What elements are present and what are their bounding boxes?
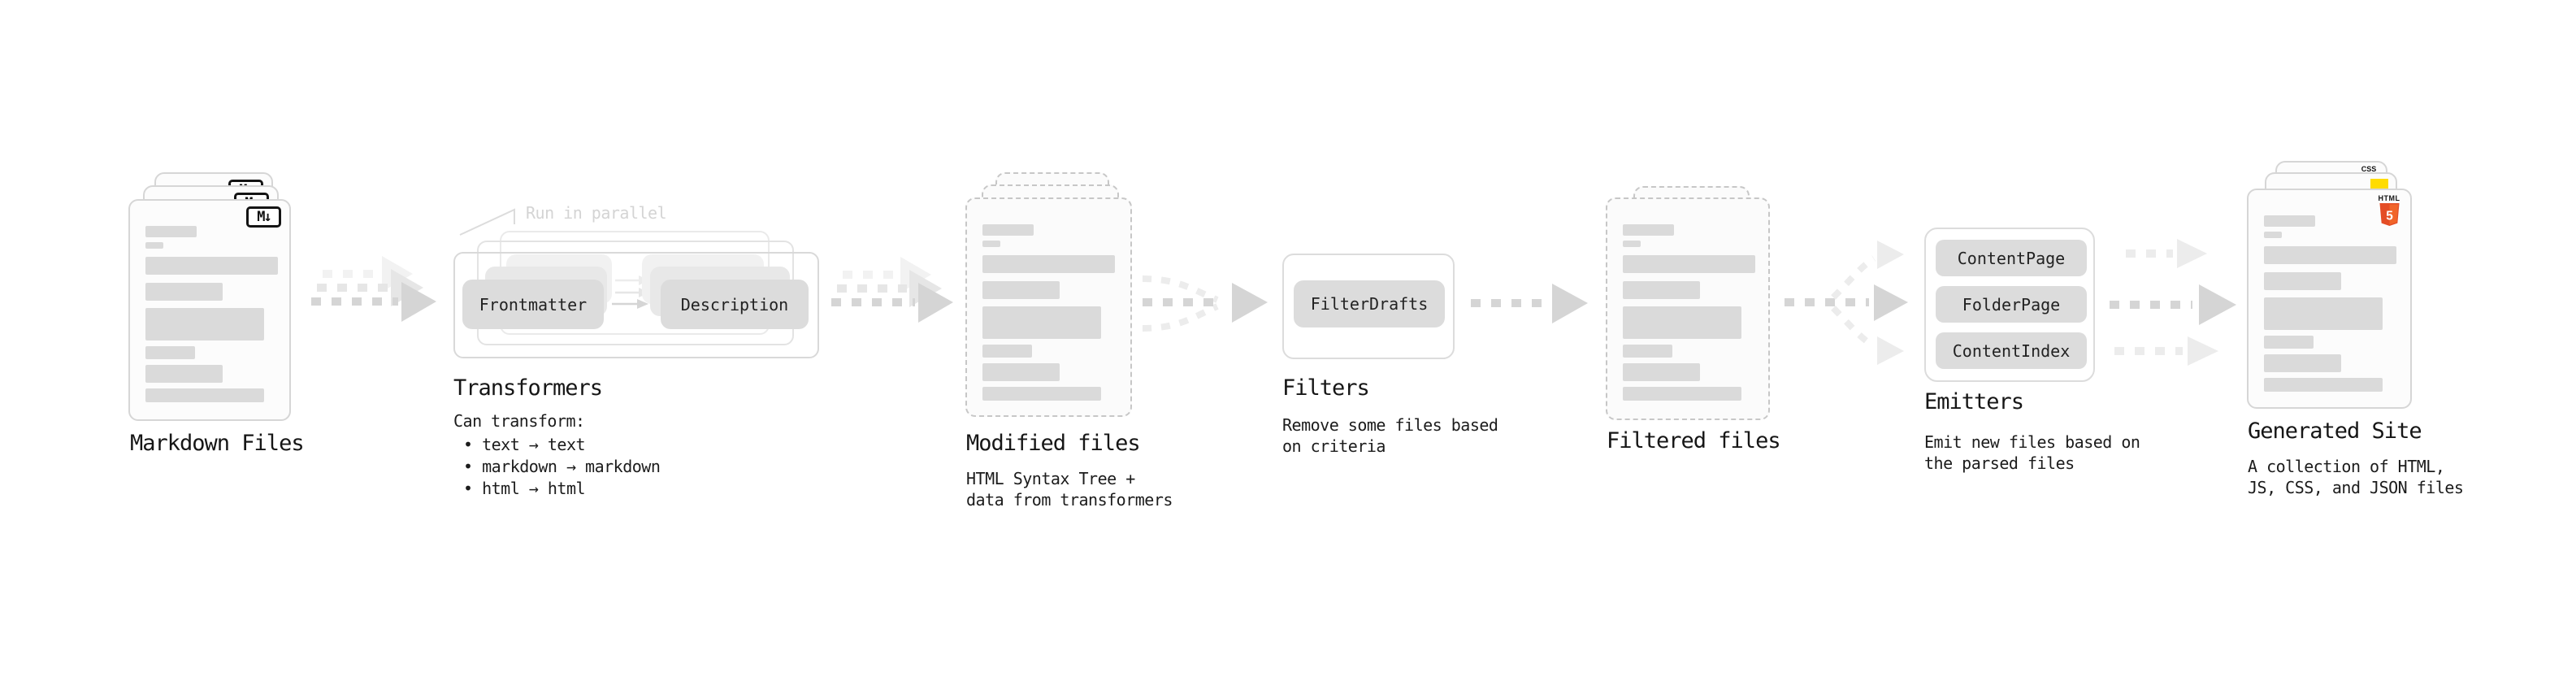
generated-site-heading: Generated Site (2248, 419, 2422, 444)
placeholder-bar (1623, 345, 1672, 358)
emitter-pill-contentindex: ContentIndex (1936, 332, 2087, 369)
emitter-pill-folderpage: FolderPage (1936, 286, 2087, 323)
filters-desc-line1: Remove some files based (1282, 415, 1498, 435)
placeholder-bar (982, 224, 1034, 236)
svg-text:5: 5 (2386, 209, 2393, 223)
html5-icon: HTML 5 (2378, 194, 2400, 228)
modified-files-desc-line1: HTML Syntax Tree + (966, 469, 1135, 488)
placeholder-bar (982, 281, 1060, 299)
filtered-files-heading: Filtered files (1607, 428, 1781, 453)
placeholder-bar (982, 345, 1032, 358)
frontmatter-pill: Frontmatter (462, 280, 604, 329)
placeholder-bar (145, 346, 195, 359)
arrow-markdown-to-transformers (311, 256, 436, 322)
arrow-modified-to-filters (1142, 275, 1268, 332)
placeholder-bar (145, 308, 264, 340)
placeholder-bar (2264, 232, 2282, 238)
placeholder-bar (1623, 224, 1674, 236)
arrow-filters-to-filtered (1471, 284, 1588, 323)
placeholder-bar (2264, 215, 2315, 227)
placeholder-bar (145, 242, 163, 249)
transform-bullet: markdown → markdown (463, 456, 661, 478)
placeholder-bar (145, 388, 264, 402)
filters-desc-line2: on criteria (1282, 436, 1386, 456)
placeholder-bar (2264, 246, 2396, 264)
placeholder-bar (1623, 281, 1700, 299)
placeholder-bar (1623, 387, 1741, 401)
modified-files-desc-line2: data from transformers (966, 490, 1173, 510)
arrow-filtered-to-emitters (1785, 241, 1908, 365)
modified-file-card-front (965, 197, 1132, 417)
modified-files-heading: Modified files (966, 431, 1141, 456)
arrow-emitters-to-generated (2110, 239, 2236, 366)
generated-site-desc-line2: JS, CSS, and JSON files (2248, 478, 2464, 497)
placeholder-bar (982, 255, 1115, 273)
markdown-icon: M↓ (246, 206, 281, 228)
placeholder-bar (1623, 255, 1755, 273)
filters-panel: FilterDrafts (1282, 254, 1455, 359)
placeholder-bar (1623, 306, 1741, 339)
transformers-subheading: Can transform: (453, 411, 585, 431)
placeholder-bar (982, 363, 1060, 381)
js-icon (2370, 179, 2388, 189)
placeholder-bar (2264, 272, 2341, 290)
transform-capability-list: text → text markdown → markdown html → h… (463, 434, 661, 500)
emitters-desc-line1: Emit new files based on (1924, 432, 2140, 452)
file-content-placeholder (2264, 215, 2396, 392)
placeholder-bar (982, 241, 1000, 247)
generated-file-card-html: HTML 5 (2247, 189, 2412, 409)
transform-bullet: html → html (463, 478, 660, 500)
emitters-heading: Emitters (1924, 389, 2024, 414)
placeholder-bar (145, 283, 223, 301)
placeholder-bar (2264, 354, 2341, 372)
arrow-transformers-to-modified (831, 257, 953, 323)
filters-heading: Filters (1282, 375, 1370, 401)
file-content-placeholder (982, 224, 1115, 401)
emitters-desc-line2: the parsed files (1924, 453, 2075, 473)
placeholder-bar (145, 257, 278, 275)
file-content-placeholder (1623, 224, 1755, 401)
placeholder-bar (1623, 241, 1641, 247)
file-content-placeholder (145, 226, 278, 402)
placeholder-bar (1623, 363, 1700, 381)
placeholder-bar (2264, 297, 2383, 330)
placeholder-bar (145, 226, 197, 237)
description-pill: Description (661, 280, 809, 329)
transform-bullet: text → text (463, 434, 660, 456)
filtered-file-card-front (1606, 197, 1770, 420)
markdown-file-card-front: M↓ (128, 199, 291, 421)
placeholder-bar (145, 365, 223, 383)
placeholder-bar (982, 387, 1101, 401)
run-in-parallel-note: Run in parallel (526, 203, 667, 223)
emitters-panel: ContentPage FolderPage ContentIndex (1924, 228, 2095, 382)
markdown-files-label: Markdown Files (130, 431, 305, 456)
transformer-stack-box-front (453, 252, 819, 358)
placeholder-bar (982, 306, 1101, 339)
emitter-pill-contentpage: ContentPage (1936, 240, 2087, 276)
placeholder-bar (2264, 378, 2383, 392)
filter-drafts-pill: FilterDrafts (1294, 280, 1445, 327)
generated-site-desc-line1: A collection of HTML, (2248, 457, 2445, 476)
placeholder-bar (2264, 336, 2314, 349)
transformers-heading: Transformers (453, 375, 603, 401)
